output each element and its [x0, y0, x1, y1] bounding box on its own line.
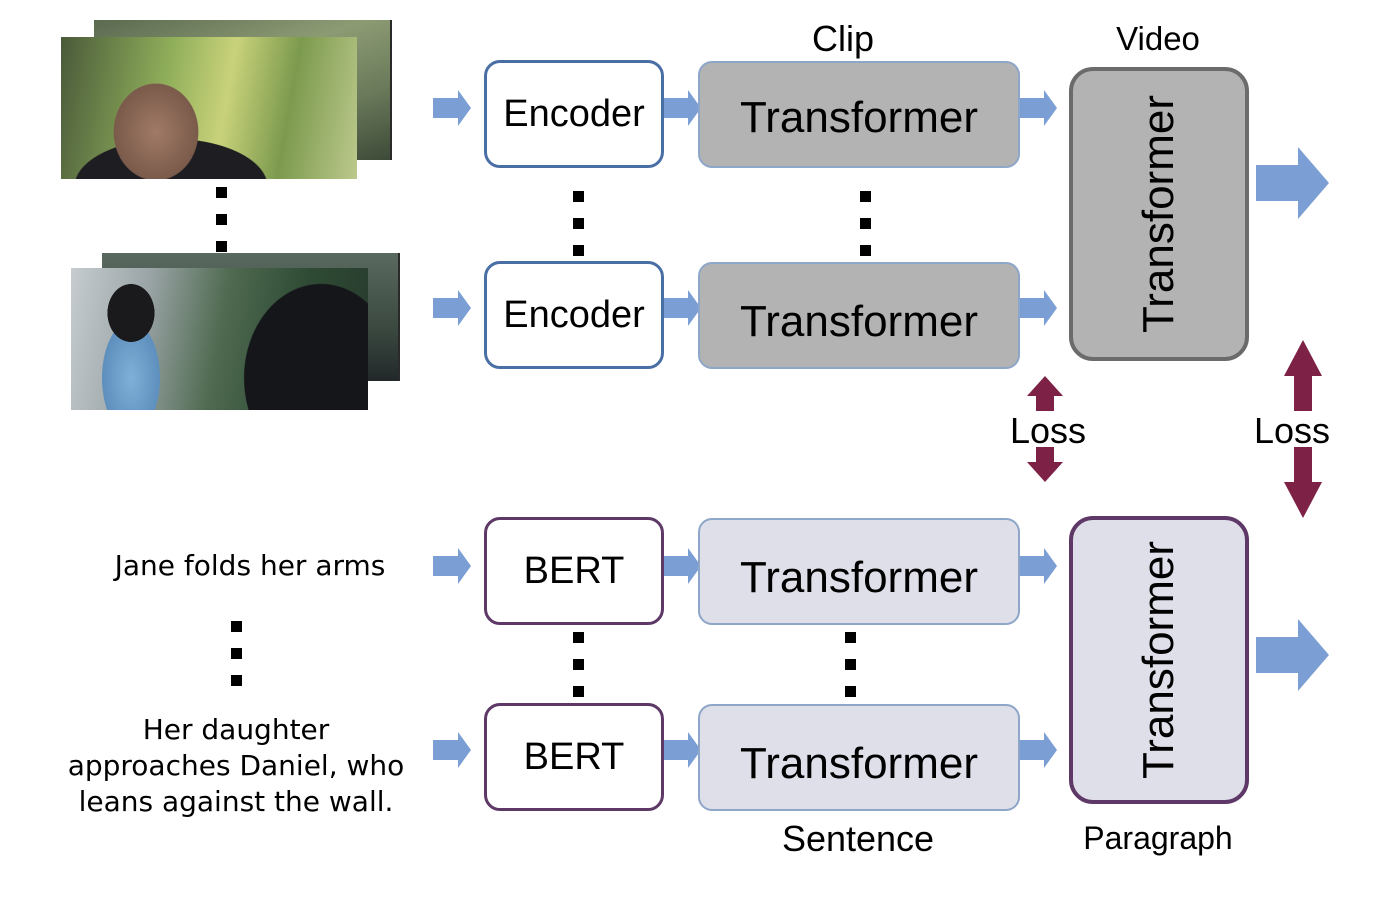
encoder-box-2-label: Encoder [503, 293, 645, 336]
encoder2-to-transformer-arrow [663, 290, 701, 326]
clip-transformer-box-1-label: Transformer [740, 92, 978, 142]
sentences-ellipsis [231, 621, 243, 702]
video-loss-down-arrow [1284, 447, 1322, 518]
sentence2-to-bert-arrow [433, 732, 471, 768]
video-paragraph-loss-label: Loss [1253, 410, 1331, 451]
bert2-to-transformer-arrow [663, 732, 701, 768]
clip-label: Clip [811, 18, 874, 59]
bert-box-1-label: BERT [523, 549, 625, 592]
clip-transformers-ellipsis [860, 191, 872, 272]
video-transformer-box: Transformer [1069, 67, 1249, 361]
sentence-caption-1-text: Jane folds her arms [114, 549, 386, 582]
frame2-to-encoder-arrow [433, 290, 471, 326]
sentence1-to-bert-arrow [433, 548, 471, 584]
sentence-label: Sentence [781, 818, 935, 859]
encoder-box-1: Encoder [484, 60, 664, 168]
sentence-transformer-box-1: Transformer [698, 518, 1020, 625]
paragraph-output-arrow [1256, 619, 1329, 691]
transformer2-to-video-arrow [1019, 290, 1057, 326]
encoder1-to-transformer-arrow [663, 90, 701, 126]
encoder-box-1-label: Encoder [503, 92, 645, 135]
bert-ellipsis [573, 632, 585, 713]
sentence-transformer-box-2: Transformer [698, 704, 1020, 811]
video-output-arrow [1256, 147, 1329, 219]
bert1-to-transformer-arrow [663, 548, 701, 584]
paragraph-transformer-box: Transformer [1069, 516, 1249, 804]
encoders-ellipsis [573, 191, 585, 272]
bert-box-1: BERT [484, 517, 664, 625]
video-frame-clip1-front [61, 37, 357, 179]
sentence-caption-2-line-2: approaches Daniel, who [67, 749, 405, 782]
stransformer1-to-paragraph-arrow [1019, 548, 1057, 584]
sentence-caption-2-line-1: Her daughter [142, 713, 330, 746]
sentence-transformers-ellipsis [845, 632, 857, 713]
clip-sentence-loss-label: Loss [1009, 410, 1087, 451]
encoder-box-2: Encoder [484, 261, 664, 369]
clip-loss-down-arrow [1027, 447, 1063, 482]
sentence-caption-2: Her daughter approaches Daniel, who lean… [46, 712, 426, 820]
clip-loss-up-arrow [1027, 376, 1063, 411]
clip-transformer-box-2-label: Transformer [740, 296, 978, 346]
sentence-transformer-box-1-label: Transformer [740, 552, 978, 602]
video-frame-clip2-front [71, 268, 368, 410]
video-transformer-label: Transformer [1134, 95, 1183, 333]
transformer1-to-video-arrow [1019, 90, 1057, 126]
clip-transformer-box-2: Transformer [698, 262, 1020, 369]
sentence-caption-1: Jane folds her arms [60, 548, 440, 584]
video-loss-up-arrow [1284, 340, 1322, 411]
sentence-transformer-box-2-label: Transformer [740, 738, 978, 788]
bert-box-2-label: BERT [523, 735, 625, 778]
video-label: Video [1116, 20, 1200, 57]
bert-box-2: BERT [484, 703, 664, 811]
frames-ellipsis [216, 187, 228, 268]
clip-transformer-box-1: Transformer [698, 61, 1020, 168]
sentence-caption-2-line-3: leans against the wall. [78, 785, 394, 818]
paragraph-label: Paragraph [1083, 820, 1233, 856]
stransformer2-to-paragraph-arrow [1019, 732, 1057, 768]
frame1-to-encoder-arrow [433, 90, 471, 126]
paragraph-transformer-label: Transformer [1134, 541, 1183, 779]
